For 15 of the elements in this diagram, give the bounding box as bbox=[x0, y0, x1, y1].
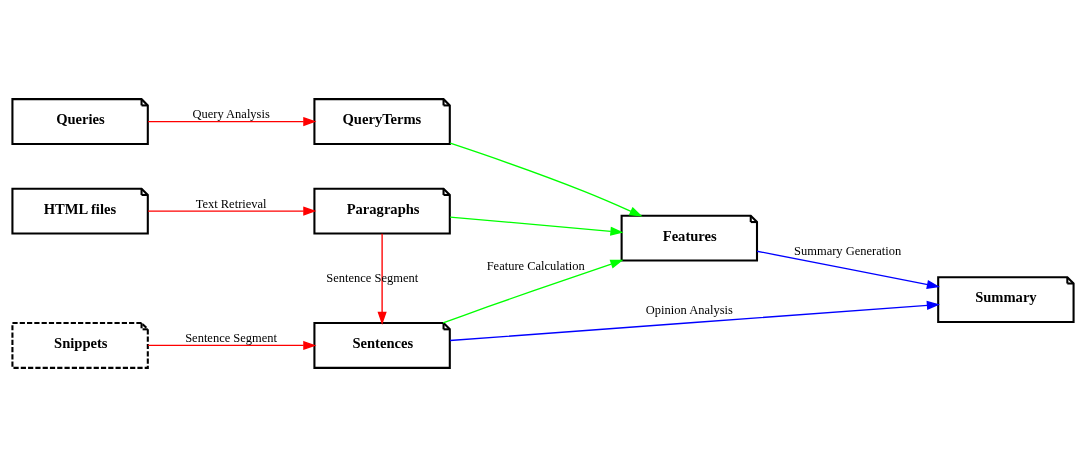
arrow bbox=[449, 300, 940, 342]
arrow bbox=[147, 340, 317, 351]
edge-label: Feature Calculation bbox=[486, 259, 585, 274]
edge-label: Opinion Analysis bbox=[645, 302, 733, 317]
edge-label: Summary Generation bbox=[794, 244, 902, 259]
arrow bbox=[449, 142, 643, 217]
arrow bbox=[377, 233, 387, 325]
arrow bbox=[147, 206, 317, 216]
edge-label: Sentence Segment bbox=[185, 330, 278, 345]
arrow bbox=[756, 250, 940, 289]
arrow bbox=[442, 259, 624, 324]
arrow bbox=[147, 116, 317, 127]
arrow bbox=[449, 216, 624, 236]
edge-label: Text Retrieval bbox=[195, 196, 267, 211]
edge-label: Query Analysis bbox=[192, 107, 270, 122]
